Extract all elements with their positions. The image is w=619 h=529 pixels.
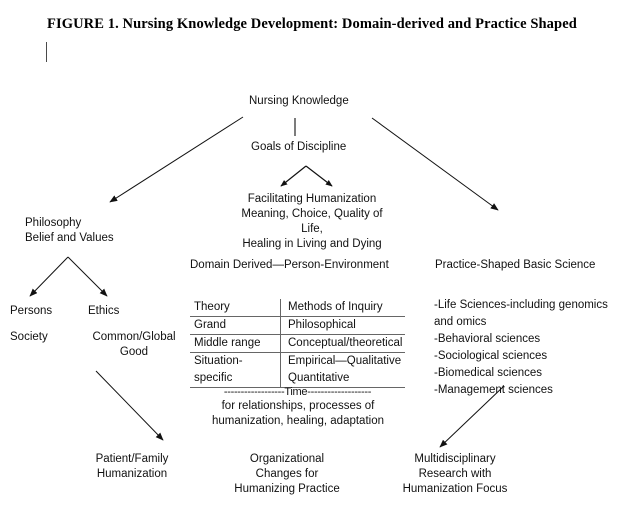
page-title: FIGURE 1. Nursing Knowledge Development:… [47,16,577,32]
list-item: and omics [434,316,487,328]
node-nursing-knowledge: Nursing Knowledge [249,95,349,107]
node-society: Society [10,331,48,343]
list-item: -Sociological sciences [434,350,548,362]
list-item: -Management sciences [434,384,553,396]
wire-goals-to-facilitating-right [305,165,333,187]
wire-knowledge-to-philosophy [109,116,244,203]
table-cell-theory: Grand [190,316,281,335]
table-row: Middle range Conceptual/theoretical [190,334,405,353]
table-cell-theory: Situation- [190,352,281,370]
table-row-header: Theory Methods of Inquiry [190,299,405,317]
list-item: -Behavioral sciences [434,333,541,345]
node-persons: Persons [10,305,53,317]
wire-philosophy-to-persons [29,256,69,297]
table-cell-theory-header: Theory [190,299,281,317]
wire-goals-to-facilitating-left [280,165,307,187]
table-cell-method: Empirical—Qualitative [288,355,402,367]
table-cell-theory: specific [190,370,281,388]
node-ethics: Ethics [88,305,120,317]
text-caret [46,42,47,62]
node-goals-of-discipline: Goals of Discipline [251,141,347,153]
list-item: -Life Sciences-including genomics [434,299,608,311]
practice-shaped-science-list: -Life Sciences-including genomics and om… [434,297,614,399]
table-row: Situation- Empirical—Qualitative [190,352,405,370]
table-cell-methods-header: Methods of Inquiry [280,299,405,317]
table-row: specific Quantitative [190,370,405,388]
table-cell-method: Quantitative [280,370,405,388]
list-item: -Biomedical sciences [434,367,543,379]
table-cell-method: Conceptual/theoretical [280,334,405,353]
time-rule-label: ------------------Time------------------… [223,386,372,398]
table-row: Grand Philosophical [190,316,405,335]
heading-practice-shaped-basic-science: Practice-Shaped Basic Science [435,259,596,271]
wire-values-to-patient-family [95,370,164,441]
domain-derived-table: Theory Methods of Inquiry Grand Philosop… [190,299,405,388]
wire-philosophy-to-ethics [67,256,108,297]
heading-domain-derived: Domain Derived—Person-Environment [190,259,389,271]
table-cell-theory: Middle range [190,334,281,353]
table-cell-method: Philosophical [280,316,405,335]
node-common-global-good: Common/Global Good [92,331,176,358]
